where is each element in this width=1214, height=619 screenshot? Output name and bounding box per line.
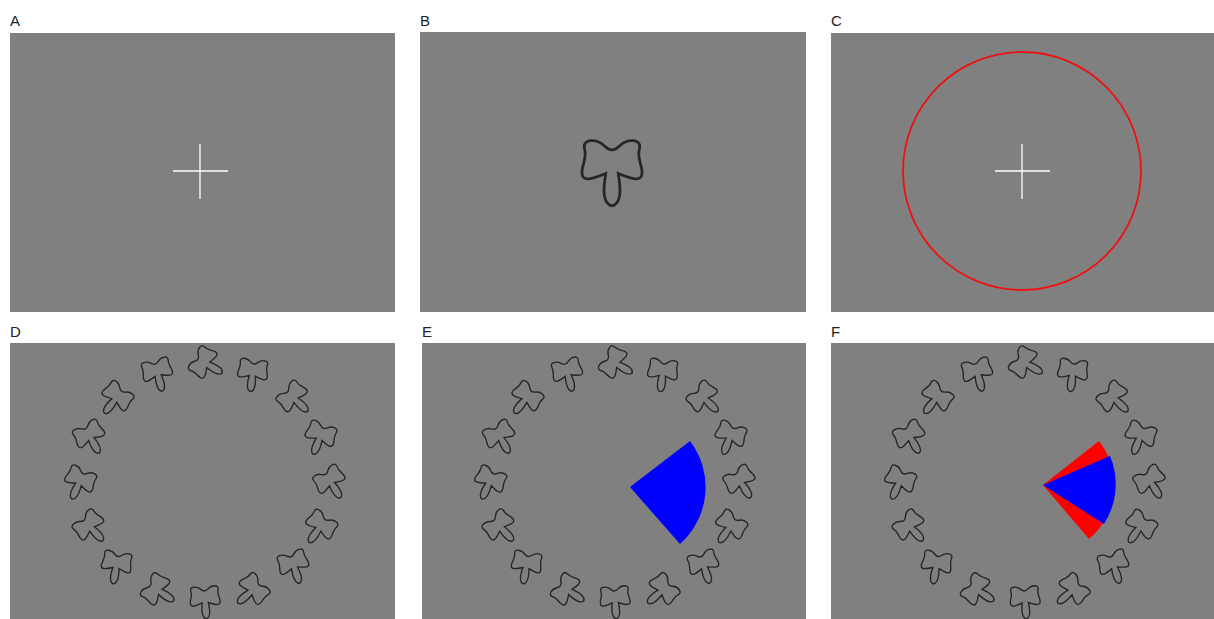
ring-stimulus [685,548,723,588]
ring-stimulus [959,571,1002,614]
ring-stimulus [275,548,313,588]
ring-stimulus [960,356,997,395]
ring-stimulus [707,507,750,551]
ring-stimulus [1119,419,1158,460]
ring-stimulus [597,344,640,386]
ring-stimulus [1095,548,1133,588]
ring-stimulus [228,570,272,614]
ring-stimulus [98,549,133,586]
ring-stimulus [468,463,508,505]
panel-letter: E [422,324,432,339]
ring-stimulus [58,463,98,505]
ring-stimulus [70,418,112,461]
ring-stimulus [890,418,932,461]
panel-letter: C [831,13,842,28]
stimulus-shape [582,141,642,206]
panel-letter: F [831,324,840,339]
response-wedge [630,441,706,544]
ring-stimulus [1117,507,1160,551]
ring-stimulus [1056,358,1090,394]
ring-stimulus [93,379,136,423]
ring-stimulus [646,358,680,394]
ring-stimulus [638,570,682,614]
ring-stimulus [236,358,270,394]
ring-stimulus [480,507,524,551]
panel-letter: B [420,13,430,28]
ring-stimulus [550,356,587,395]
ring-stimulus [549,571,592,614]
panel-bg [422,343,806,619]
ring-stimulus [684,378,728,422]
panel-bg [831,343,1214,619]
ring-stimulus [709,419,748,460]
panel-bg [10,343,395,619]
ring-stimulus [187,344,230,386]
ring-stimulus [139,571,182,614]
panel-letter: A [10,13,20,28]
panel-letter: D [10,324,21,339]
ring-stimulus [1007,344,1050,386]
ring-stimulus [480,418,522,461]
ring-stimulus [878,463,918,505]
ring-stimulus [299,419,338,460]
ring-stimulus [189,585,221,619]
panel-bg [10,33,395,312]
ring-stimulus [1048,570,1092,614]
ring-stimulus [140,356,177,395]
ring-stimulus [274,378,318,422]
ring-stimulus [1131,462,1173,505]
ring-stimulus [1094,378,1138,422]
response-wedge [1043,456,1116,524]
ring-stimulus [311,462,353,505]
ring-stimulus [297,507,340,551]
ring-stimulus [503,379,546,423]
ring-stimulus [70,507,114,551]
ring-stimulus [1009,585,1041,619]
panel-bg [831,33,1214,312]
ring-stimulus [508,549,543,586]
ring-stimulus [918,549,953,586]
fixation-cross [173,144,228,199]
ring-stimulus [721,462,763,505]
ring-stimulus [890,507,934,551]
ring-stimulus [599,585,631,619]
fixation-cross [995,144,1050,199]
panel-bg [420,32,806,312]
ring-stimulus [913,379,956,423]
cue-circle [903,52,1141,290]
